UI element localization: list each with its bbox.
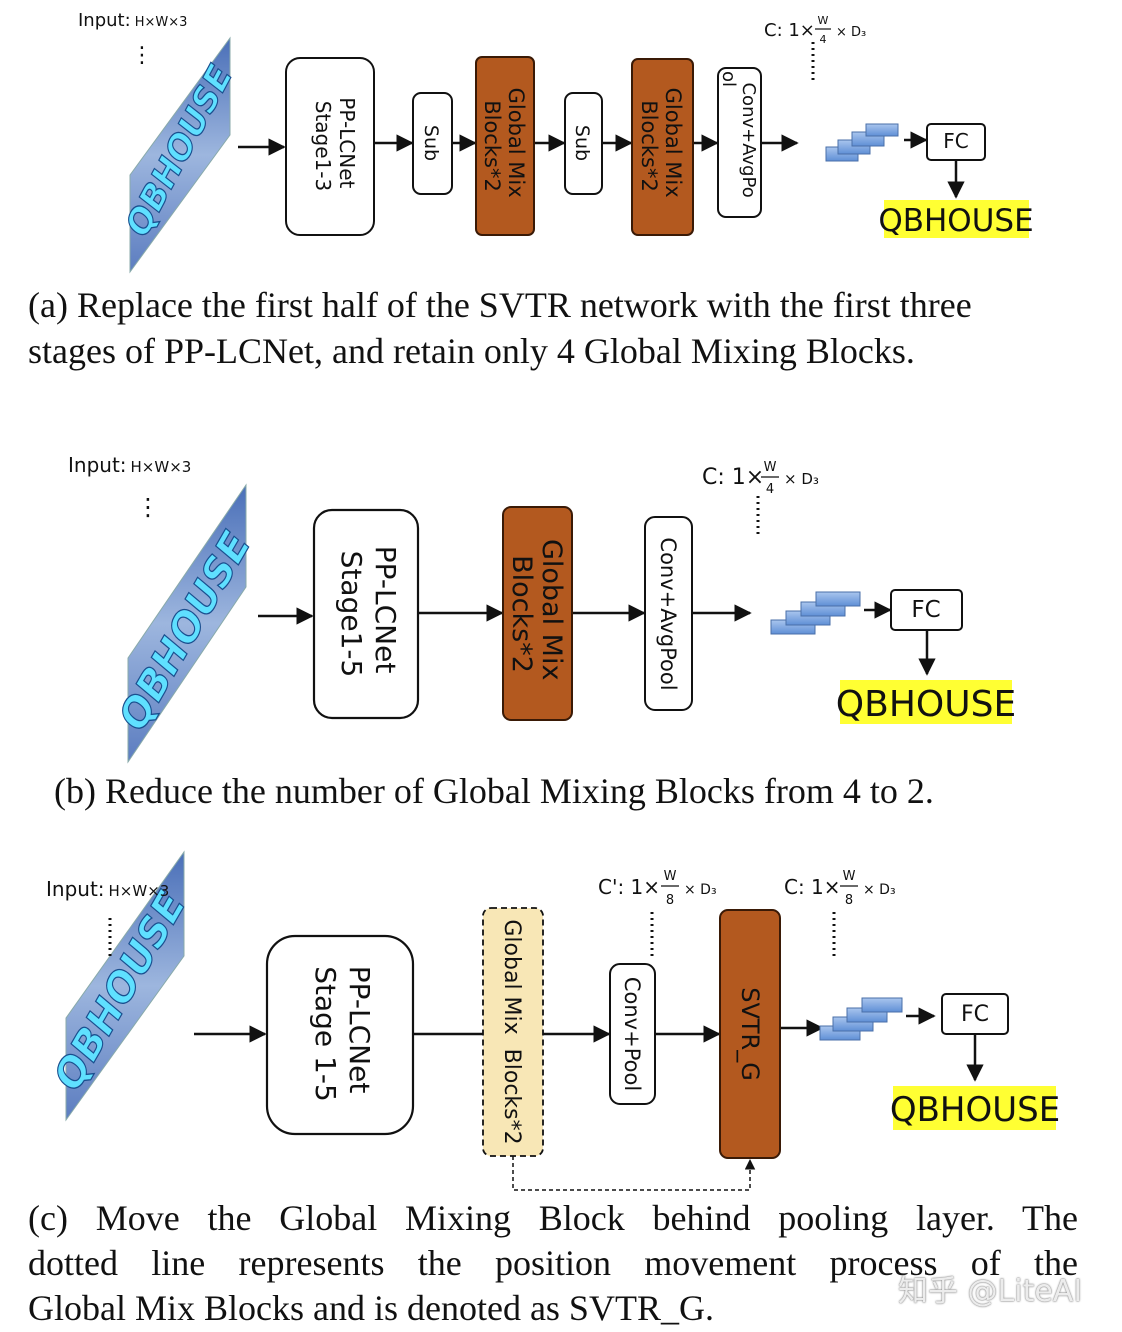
output-highlight xyxy=(893,1086,1056,1130)
caption-line: dotted line represents the position move… xyxy=(28,1243,1078,1283)
panel-a: QBHOUSE Input:H×W×3 ⋮ PP-LCNet Stage1-3 … xyxy=(0,0,1122,380)
feature-blocks-icon xyxy=(825,123,899,162)
conv-pool-block xyxy=(609,963,656,1105)
input-label: Input:H×W×3 xyxy=(46,877,169,901)
c-prime-fraction-denominator: 8 xyxy=(666,893,674,908)
pplcnet-label: PP-LCNet Stage 1-5 xyxy=(309,966,376,1102)
global-mix-label: Global MixBlocks*2 xyxy=(499,919,524,1144)
global-mix-block xyxy=(502,506,573,721)
conv-pool-label: Conv+Pool xyxy=(620,977,644,1091)
fc-label: FC xyxy=(961,1002,989,1027)
output-highlight xyxy=(840,680,1012,724)
sub-label: Sub xyxy=(420,125,442,161)
input-image: QBHOUSE xyxy=(119,36,240,274)
c-prime-fraction-numerator: W xyxy=(664,869,677,884)
move-path-dotted xyxy=(512,1156,756,1191)
output-label: QBHOUSE xyxy=(878,203,1033,239)
c-prime-dimension-suffix: × D₃ xyxy=(684,882,717,898)
caption-line: Replace the first half of the SVTR netwo… xyxy=(76,285,972,325)
fc-block xyxy=(890,589,963,631)
input-image-text: QBHOUSE xyxy=(46,881,193,1102)
pplcnet-block xyxy=(312,508,420,720)
svtr-g-block xyxy=(719,909,781,1159)
c-dimension-label: C: 1× xyxy=(702,465,764,490)
watermark: 知乎 @LiteAI xyxy=(898,1274,1083,1309)
conv-avgpool-label: Conv+AvgPool xyxy=(656,537,680,690)
sub-block xyxy=(564,92,603,195)
conv-avgpool-label: Conv+AvgPo ol xyxy=(718,71,759,204)
input-image-text: QBHOUSE xyxy=(119,56,239,246)
c-dimension-suffix: × D₃ xyxy=(784,470,819,488)
input-vdots: ⋮ xyxy=(131,43,153,68)
c-fraction-denominator: 8 xyxy=(845,893,853,908)
c-fraction-numerator: W xyxy=(843,869,856,884)
c-dimension-label: C: 1× xyxy=(764,20,815,41)
global-mix-label: Global Mix Blocks*2 xyxy=(506,539,567,689)
sub-label: Sub xyxy=(571,125,593,161)
input-image-text: QBHOUSE xyxy=(111,521,258,742)
c-prime-dimension-label: C': 1× xyxy=(598,875,660,899)
c-dimension-label: C: 1× xyxy=(784,875,841,899)
input-label: Input:H×W×3 xyxy=(68,453,191,477)
global-mix-block xyxy=(631,58,694,236)
c-fraction-numerator: W xyxy=(764,460,777,475)
caption-b: (b) Reduce the number of Global Mixing B… xyxy=(54,768,1094,814)
caption-tag: (b) xyxy=(54,771,96,811)
caption-a: (a) Replace the first half of the SVTR n… xyxy=(28,282,1098,374)
caption-c: (c) Move the Global Mixing Block behind … xyxy=(28,1196,1078,1331)
pplcnet-label: PP-LCNet Stage1-3 xyxy=(311,97,359,194)
c-dimension-suffix: × D₃ xyxy=(836,25,866,40)
input-label: Input:H×W×3 xyxy=(78,10,187,31)
conv-avgpool-block xyxy=(644,516,693,711)
pplcnet-block xyxy=(285,57,375,236)
panel-a-diagram: QBHOUSE Input:H×W×3 ⋮ PP-LCNet Stage1-3 … xyxy=(78,10,1034,274)
pplcnet-label: PP-LCNet Stage1-5 xyxy=(335,546,402,682)
c-fraction-numerator: W xyxy=(818,14,829,27)
panel-c-diagram: QBHOUSE Input:H×W×3 PP-LCNet Stage 1-5 G… xyxy=(46,850,1060,1191)
caption-line: Reduce the number of Global Mixing Block… xyxy=(104,771,934,811)
conv-avgpool-block xyxy=(717,67,762,218)
caption-line: stages of PP-LCNet, and retain only 4 Gl… xyxy=(28,331,915,371)
fc-label: FC xyxy=(911,597,940,623)
input-vdots: ⋮ xyxy=(136,493,160,521)
output-label: QBHOUSE xyxy=(836,684,1016,725)
pplcnet-block xyxy=(265,934,415,1136)
output-highlight xyxy=(884,200,1029,238)
fc-block xyxy=(941,993,1009,1035)
global-mix-label: Global Mix Blocks*2 xyxy=(637,88,685,205)
caption-line: Global Mix Blocks and is denoted as SVTR… xyxy=(28,1288,714,1328)
feature-blocks-icon xyxy=(770,591,861,635)
panel-b-diagram: QBHOUSE Input:H×W×3 ⋮ PP-LCNet Stage1-5 … xyxy=(68,453,1016,764)
global-mix-label: Global Mix Blocks*2 xyxy=(480,88,528,205)
input-image: QBHOUSE xyxy=(111,483,258,764)
panel-b: QBHOUSE Input:H×W×3 ⋮ PP-LCNet Stage1-5 … xyxy=(0,440,1122,820)
c-dimension-suffix: × D₃ xyxy=(863,882,896,898)
fc-label: FC xyxy=(943,129,968,153)
svtr-g-label: SVTR_G xyxy=(736,987,764,1081)
caption-line: Move the Global Mixing Block behind pool… xyxy=(95,1198,1079,1238)
feature-blocks-icon xyxy=(819,997,903,1041)
output-label: QBHOUSE xyxy=(890,1090,1060,1130)
caption-tag: (c) xyxy=(28,1198,68,1238)
fc-block xyxy=(926,123,986,161)
panel-c: QBHOUSE Input:H×W×3 PP-LCNet Stage 1-5 G… xyxy=(0,850,1122,1332)
c-fraction-denominator: 4 xyxy=(766,482,774,497)
caption-tag: (a) xyxy=(28,285,68,325)
sub-block xyxy=(412,92,453,195)
global-mix-block xyxy=(475,56,535,236)
c-fraction-denominator: 4 xyxy=(820,33,827,46)
